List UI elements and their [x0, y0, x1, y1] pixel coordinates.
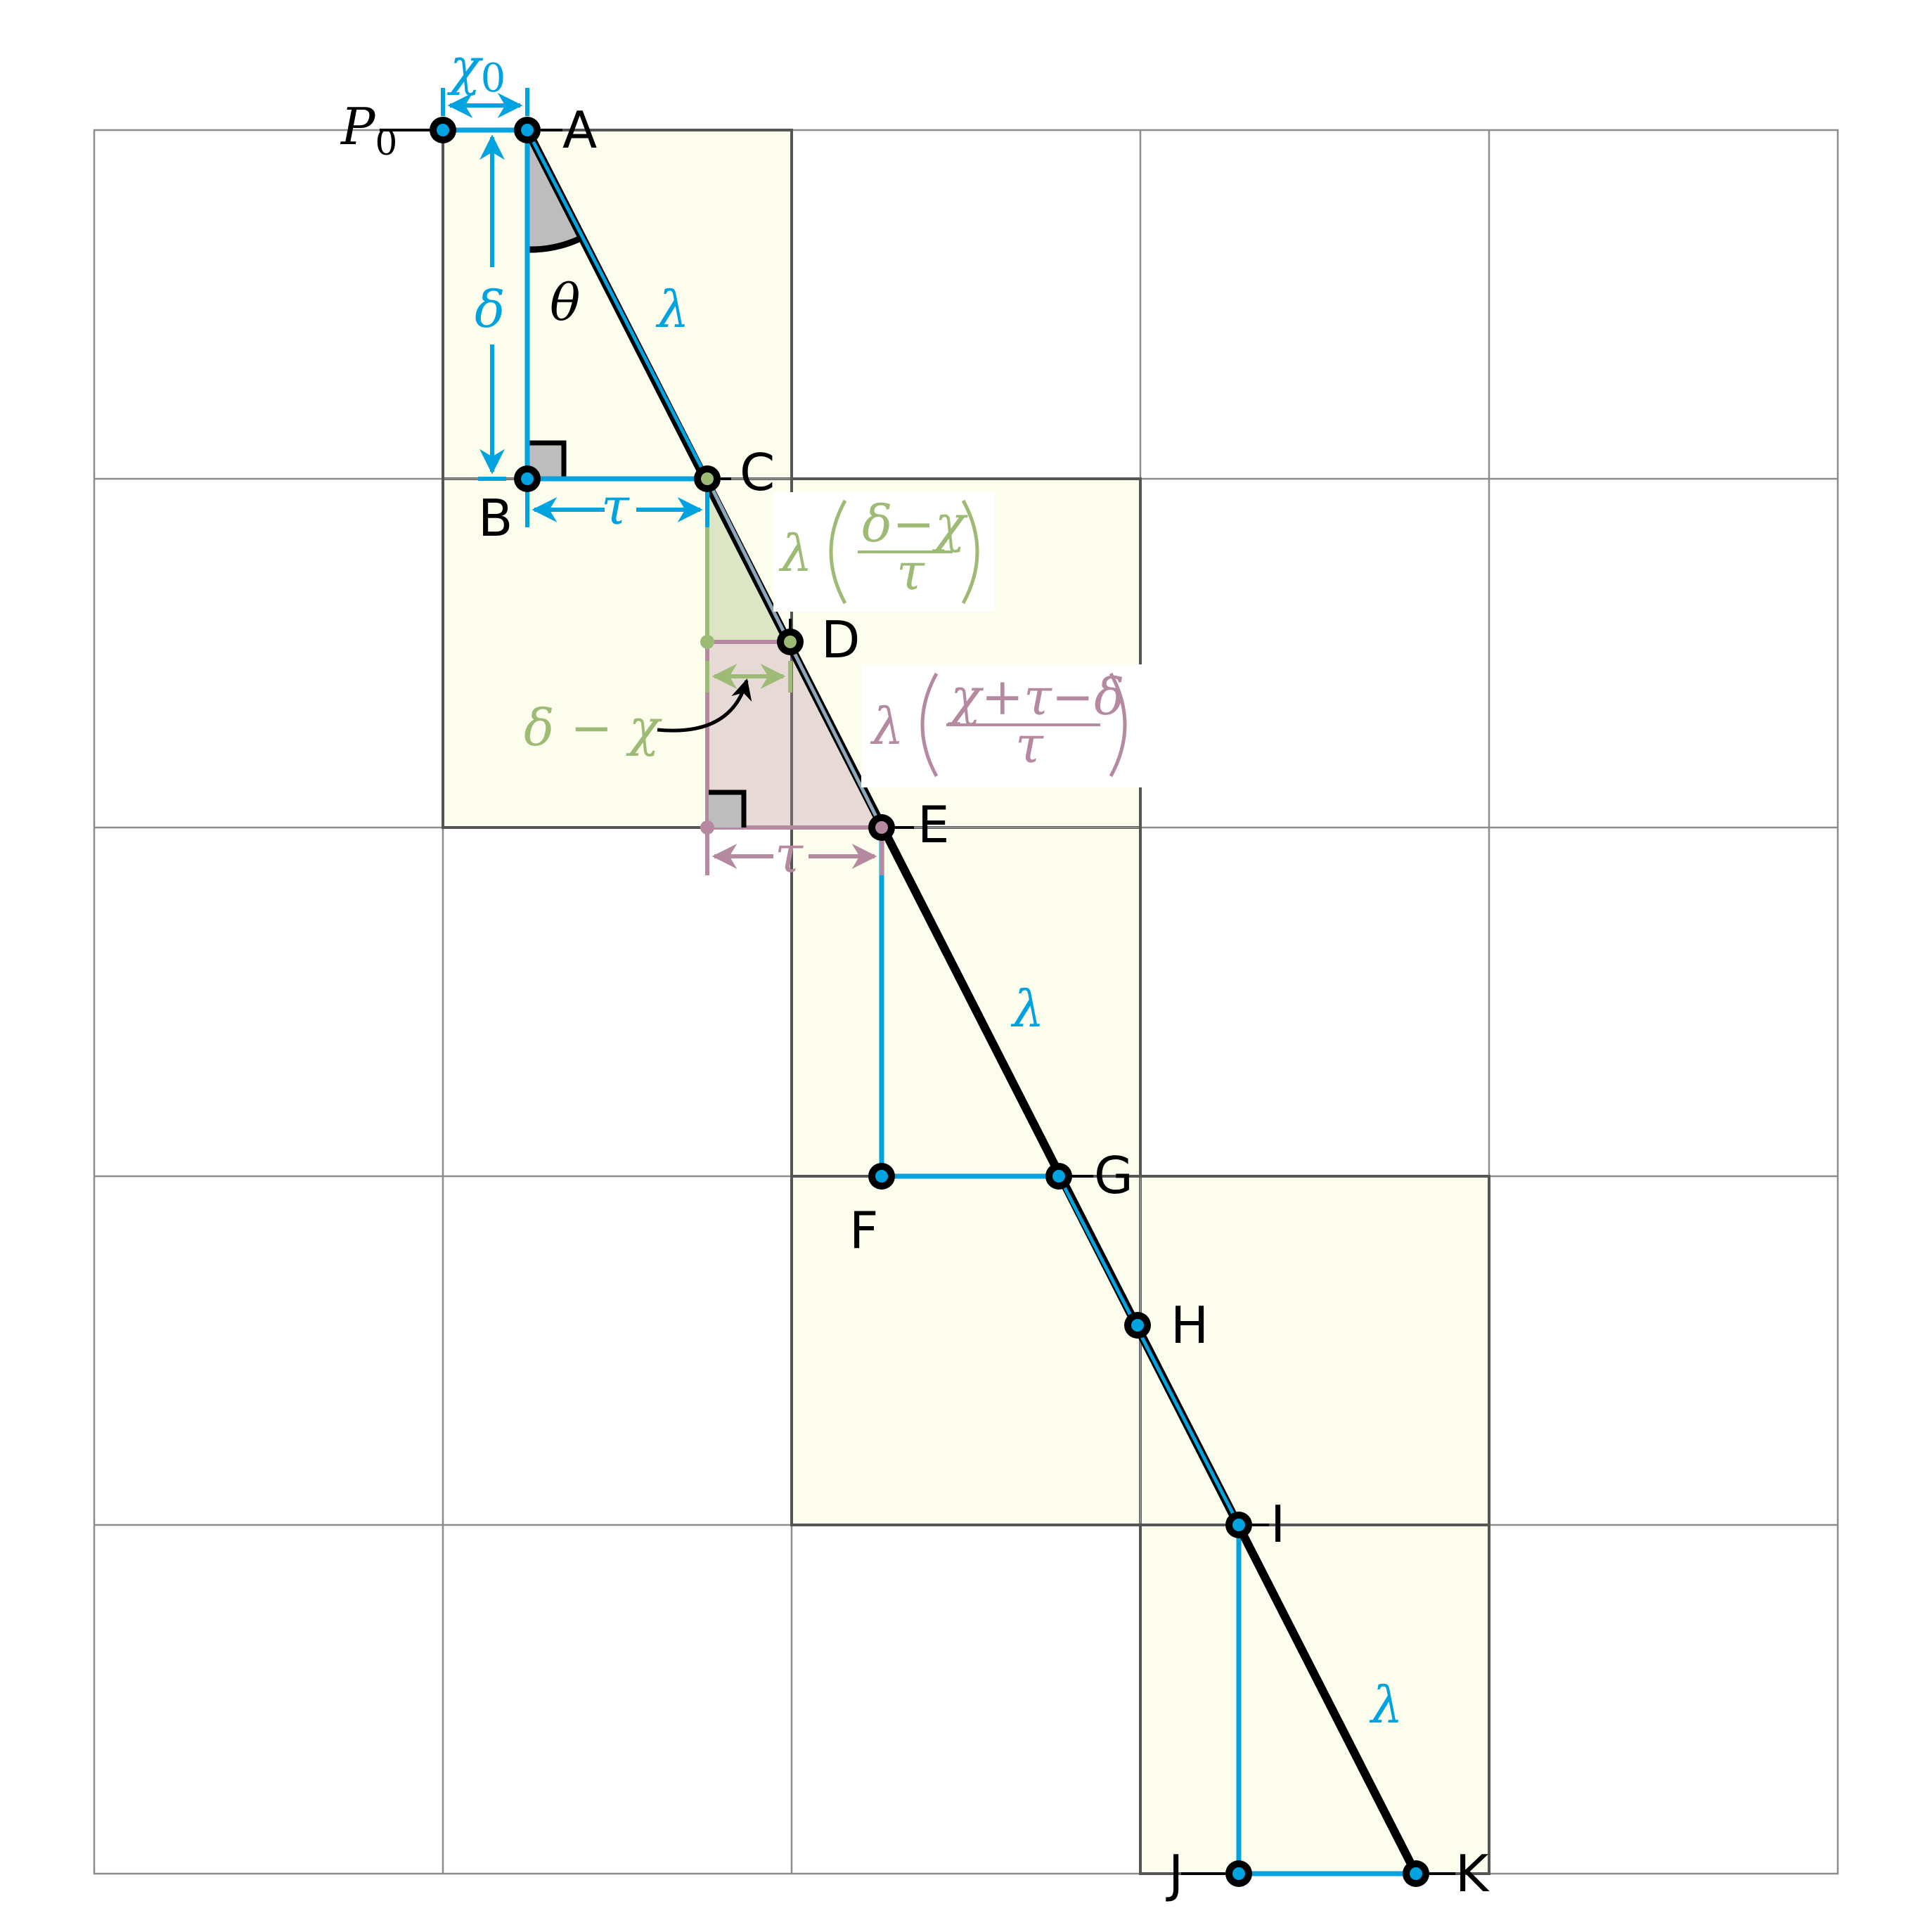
- label-d: D: [821, 610, 860, 669]
- cell-r2-c2: [790, 826, 1142, 1178]
- label-k: K: [1455, 1844, 1490, 1903]
- label-a: A: [562, 101, 597, 160]
- point-ticks: [380, 129, 1455, 1875]
- label-chi0: χ0: [446, 37, 505, 101]
- green-formula-denominator: τ: [896, 542, 925, 601]
- label-c: C: [740, 443, 775, 502]
- label-tau-1: τ: [601, 477, 630, 536]
- label-i: I: [1270, 1495, 1285, 1554]
- green-formula-coef: λ: [778, 524, 813, 583]
- label-lambda-1: λ: [655, 280, 690, 339]
- label-g: G: [1094, 1146, 1133, 1205]
- cell-r4-c3: [1139, 1524, 1490, 1875]
- label-b: B: [478, 489, 513, 548]
- green-formula-numerator: δ−χ: [862, 494, 969, 553]
- theta-arc: [527, 234, 584, 253]
- label-tau-2: τ: [775, 825, 804, 884]
- label-f: F: [849, 1201, 878, 1260]
- point-markers: [430, 117, 1429, 1887]
- cell-r3-c3: [1139, 1175, 1490, 1526]
- label-lambda-3: λ: [1369, 1675, 1403, 1734]
- traversed-cells: [442, 129, 1490, 1875]
- mauve-formula-denominator: τ: [1015, 715, 1044, 774]
- mauve-formula-numerator: χ+τ−δ: [947, 667, 1124, 726]
- label-j: J: [1166, 1844, 1183, 1903]
- green-segment-formula: λ δ−χ τ: [778, 494, 979, 605]
- construction-lines: [443, 127, 1416, 1876]
- right-angle-marker-e: [709, 792, 744, 827]
- mauve-formula-coef: λ: [870, 697, 904, 756]
- label-delta-minus-chi: δ − χ: [524, 698, 662, 757]
- label-theta: θ: [550, 273, 580, 332]
- label-delta: δ: [475, 280, 505, 339]
- cell-r3-c2: [790, 1175, 1142, 1526]
- label-h: H: [1171, 1296, 1209, 1355]
- label-e: E: [917, 795, 950, 854]
- mauve-segment-formula: λ χ+τ−δ τ: [870, 667, 1127, 778]
- ray: [523, 128, 1420, 1876]
- dimension-arrows: [441, 88, 884, 875]
- label-p0: P0: [340, 97, 397, 163]
- label-lambda-2: λ: [1010, 979, 1045, 1038]
- delta-minus-chi-pointer: [657, 678, 752, 733]
